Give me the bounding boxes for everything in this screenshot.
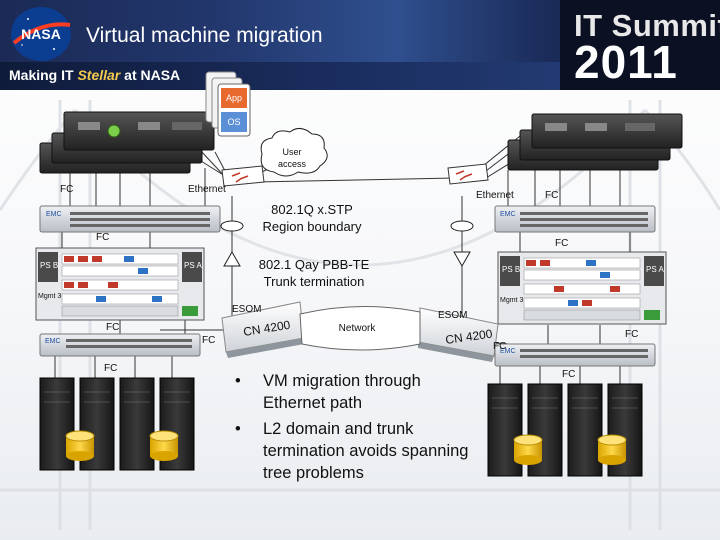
summit-year: 2011	[574, 36, 678, 88]
vm-app-label: App	[226, 93, 242, 103]
cn4200-right	[417, 307, 499, 362]
tagline: Making IT Stellar at NASA	[9, 67, 180, 83]
chassis-left-mgmt: Mgmt 3	[38, 293, 61, 300]
nasa-logo: NASA	[11, 7, 71, 61]
label-pbb-line2: Trunk termination	[264, 274, 365, 289]
router-right-icon	[447, 163, 489, 185]
storage-disk-icon	[513, 434, 543, 465]
summit-badge	[560, 0, 720, 90]
chassis-right-ps-b: PS B	[502, 265, 520, 274]
storage-disk-icon	[65, 430, 95, 461]
nasa-logo-text: NASA	[21, 26, 61, 42]
label-fc-mid-left-2: FC	[202, 335, 215, 346]
label-fc-bottom-left: FC	[104, 363, 117, 374]
vm-os-layer	[221, 112, 247, 132]
label-fc-mid-right-1: FC	[625, 329, 638, 340]
tagline-prefix: Making IT	[9, 67, 78, 83]
cn4200-left	[221, 301, 305, 358]
bullet-text: L2 domain and trunk termination avoids s…	[263, 420, 469, 482]
fc-switch-bottom-right: EMC	[494, 343, 656, 367]
bullet-text: VM migration through Ethernet path	[263, 372, 421, 412]
label-fc-bottom-right: FC	[562, 369, 575, 380]
storage-racks-right	[487, 383, 643, 477]
label-pbb-line1: 802.1 Qay PBB-TE	[259, 257, 370, 272]
user-access-cloud: User access	[260, 128, 328, 177]
label-esom-left: ESOM	[232, 304, 261, 315]
storage-racks-left	[39, 377, 195, 471]
bullet-item: • VM migration through Ethernet path	[233, 370, 473, 414]
chassis-right: PS B PS A Mgmt 3	[497, 251, 667, 325]
chassis-right-mgmt: Mgmt 3	[500, 297, 523, 304]
label-fc-switch-right: FC	[555, 238, 568, 249]
label-ethernet-left: Ethernet	[188, 184, 226, 195]
server-stack-right	[507, 113, 683, 171]
tagline-suffix: at NASA	[120, 67, 181, 83]
vm-app-layer	[221, 88, 247, 108]
bullet-symbol: •	[235, 420, 241, 438]
vm-os-label: OS	[227, 117, 240, 127]
label-fc-top-right: FC	[545, 190, 558, 201]
label-stp-line2: Region boundary	[262, 219, 362, 234]
vm-stack: App OS	[205, 71, 251, 137]
label-esom-right: ESOM	[438, 310, 467, 321]
label-stp-line1: 802.1Q x.STP	[271, 202, 353, 217]
label-fc-switch-left: FC	[96, 232, 109, 243]
chassis-left: PS B PS A Mgmt 3	[35, 247, 205, 321]
server-stack-left	[39, 111, 215, 174]
label-fc-top-left: FC	[60, 184, 73, 195]
router-left-icon	[221, 165, 265, 187]
storage-disk-icon	[149, 430, 179, 461]
chassis-right-ps-a: PS A	[646, 265, 664, 274]
switch-brand: EMC	[46, 211, 62, 218]
bullet-item: • L2 domain and trunk termination avoids …	[233, 418, 473, 484]
switch-brand: EMC	[45, 338, 61, 345]
label-cn4200-right: CN 4200	[444, 326, 493, 347]
stp-boundary-markers	[220, 220, 474, 268]
switch-brand: EMC	[500, 211, 516, 218]
fc-switch-top-left: EMC	[39, 205, 221, 233]
network-link	[299, 306, 421, 351]
label-fc-mid-right-2: FC	[493, 341, 506, 352]
cloud-label-2: access	[278, 159, 307, 169]
label-network: Network	[339, 323, 377, 334]
bullet-symbol: •	[235, 372, 241, 390]
power-led-icon	[107, 124, 121, 138]
storage-disk-icon	[597, 434, 627, 465]
switch-brand: EMC	[500, 348, 516, 355]
chassis-left-ps-b: PS B	[40, 261, 58, 270]
summit-title: IT Summit	[574, 8, 720, 43]
tagline-brand: Stellar	[77, 67, 121, 83]
chassis-left-ps-a: PS A	[184, 261, 202, 270]
fc-switch-top-right: EMC	[494, 205, 656, 233]
fc-switch-bottom-left: EMC	[39, 333, 201, 357]
header-stripe	[0, 62, 560, 90]
cloud-label-1: User	[282, 147, 301, 157]
label-fc-mid-left-1: FC	[106, 322, 119, 333]
label-ethernet-right: Ethernet	[476, 190, 514, 201]
slide-title: Virtual machine migration	[86, 24, 323, 47]
bullet-list: • VM migration through Ethernet path • L2 …	[233, 370, 473, 488]
